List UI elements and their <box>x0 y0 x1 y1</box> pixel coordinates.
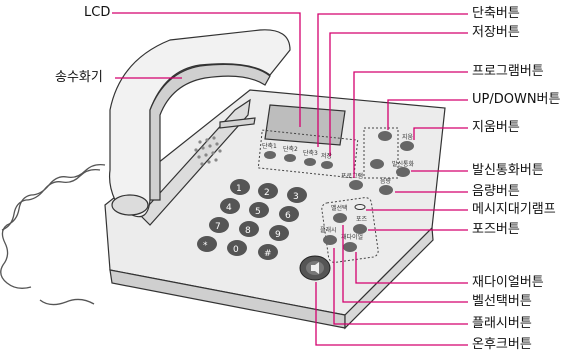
pause-key[interactable] <box>353 224 367 234</box>
label-call: 발신통화버튼 <box>472 163 544 178</box>
svg-text:4: 4 <box>226 203 232 213</box>
speaker-grille <box>194 136 222 166</box>
delete-key[interactable] <box>400 141 414 151</box>
program-key[interactable] <box>349 180 363 190</box>
key-8[interactable]: 8 <box>239 221 259 237</box>
svg-text:5: 5 <box>255 207 261 217</box>
label-up-down: UP/DOWN버튼 <box>472 92 561 107</box>
volume-key[interactable] <box>379 185 393 195</box>
key-1[interactable]: 1 <box>230 179 250 195</box>
handset[interactable] <box>108 29 291 218</box>
keypad: 1 2 3 4 5 6 7 8 9 * 0 # <box>197 179 307 260</box>
label-message-lamp: 메시지대기램프 <box>472 202 556 217</box>
svg-text:7: 7 <box>215 222 221 232</box>
save-key-text: 저장 <box>321 152 333 160</box>
speed1-text: 단축1 <box>262 142 277 150</box>
label-program: 프로그램버튼 <box>472 64 544 79</box>
program-key-text: 프로그램 <box>341 173 363 180</box>
speed-dial-cluster: 단축1 단축2 단축3 저장 <box>257 129 359 179</box>
flash-key-text: 플래시 <box>320 226 337 234</box>
svg-text:3: 3 <box>293 192 299 202</box>
svg-text:9: 9 <box>275 230 281 240</box>
message-lamp <box>354 204 366 210</box>
coiled-cord <box>0 163 106 306</box>
label-save: 저장버튼 <box>472 25 520 40</box>
speaker-icon <box>311 262 319 274</box>
key-9[interactable]: 9 <box>269 225 289 241</box>
svg-text:8: 8 <box>245 226 251 236</box>
key-6[interactable]: 6 <box>279 206 299 222</box>
label-delete: 지움버튼 <box>472 120 520 135</box>
delete-key-text: 지움 <box>402 133 414 141</box>
call-key-text: 발신통화 <box>392 160 415 168</box>
key-5[interactable]: 5 <box>249 202 269 218</box>
save-key[interactable] <box>321 161 333 169</box>
svg-text:2: 2 <box>264 188 270 198</box>
down-button[interactable] <box>370 159 384 169</box>
svg-text:0: 0 <box>233 245 239 255</box>
label-speed-dial: 단축버튼 <box>472 6 520 21</box>
speed2-button[interactable] <box>284 154 296 162</box>
leader-lines <box>112 12 468 346</box>
speed3-text: 단축3 <box>303 149 318 157</box>
speed3-button[interactable] <box>304 158 316 166</box>
flash-key[interactable] <box>323 235 337 245</box>
key-7[interactable]: 7 <box>209 217 229 233</box>
pause-key-text: 포즈 <box>356 216 368 223</box>
volume-key-text: 음량 <box>380 178 392 185</box>
redial-key-text: 재다이얼 <box>341 233 363 241</box>
label-ring-select: 벨선택버튼 <box>472 294 532 309</box>
label-redial: 재다이얼버튼 <box>472 275 544 290</box>
label-lcd: LCD <box>84 5 111 20</box>
function-cluster: 벨선택 포즈 플래시 재다이얼 <box>320 197 379 263</box>
speed1-button[interactable] <box>264 151 276 159</box>
redial-key[interactable] <box>343 242 357 252</box>
ring-select-key[interactable] <box>333 213 347 223</box>
key-4[interactable]: 4 <box>220 198 240 214</box>
lcd-screen <box>219 104 346 146</box>
on-hook-button[interactable] <box>299 255 331 281</box>
speed2-text: 단축2 <box>283 145 298 153</box>
key-3[interactable]: 3 <box>287 187 307 203</box>
label-pause: 포즈버튼 <box>472 222 520 237</box>
label-on-hook: 온후크버튼 <box>472 337 532 352</box>
svg-text:#: # <box>264 249 272 259</box>
svg-text:1: 1 <box>236 184 242 194</box>
call-key[interactable] <box>396 167 410 177</box>
label-flash: 플래시버튼 <box>472 316 532 331</box>
up-down-cluster: 지움 발신통화 <box>363 127 415 179</box>
ring-key-text: 벨선택 <box>331 204 348 212</box>
key-star[interactable]: * <box>197 236 217 252</box>
label-volume: 음량버튼 <box>472 184 520 199</box>
svg-text:*: * <box>203 241 208 251</box>
up-button[interactable] <box>378 131 392 141</box>
svg-text:6: 6 <box>285 211 291 221</box>
label-handset: 송수화기 <box>55 70 103 85</box>
key-0[interactable]: 0 <box>227 240 247 256</box>
key-2[interactable]: 2 <box>258 183 278 199</box>
key-hash[interactable]: # <box>258 244 278 260</box>
